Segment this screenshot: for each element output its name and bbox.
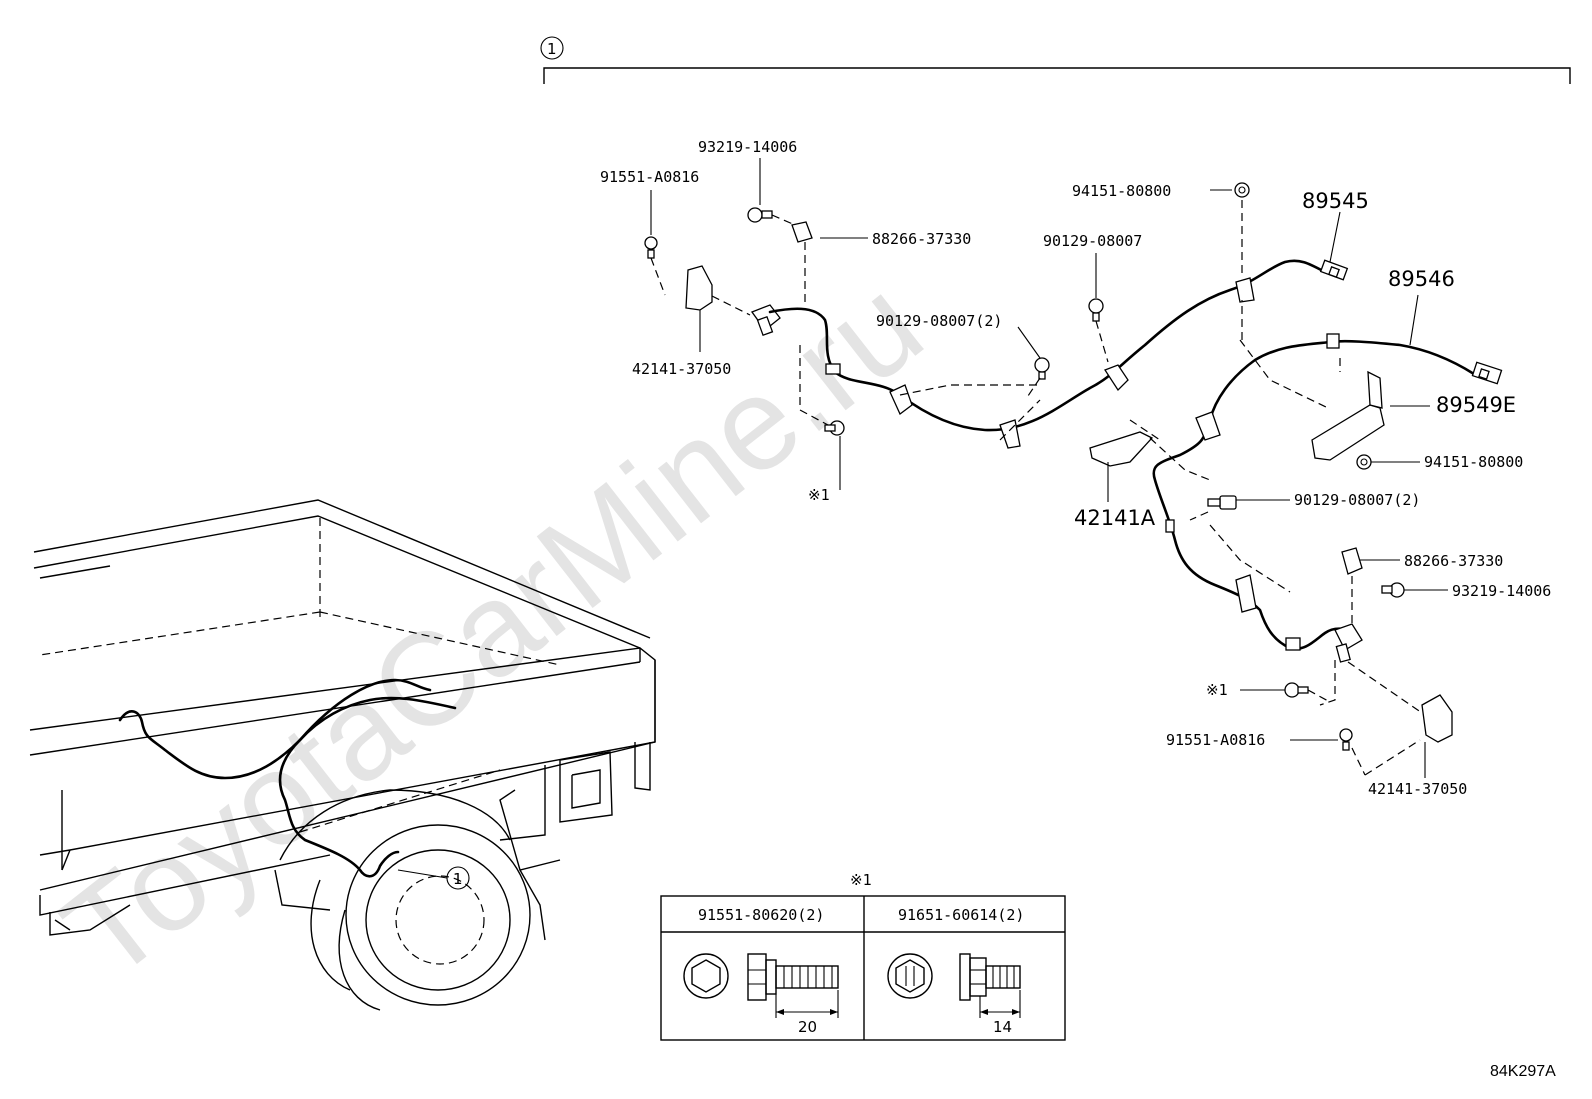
bolt-spec-table: ※1 91551-80620(2) 91651-60614(2) bbox=[660, 871, 1066, 1041]
bolt-93219-14006-left[interactable] bbox=[747, 207, 796, 226]
harness-clip bbox=[1165, 519, 1175, 533]
truck-ref-number: 1 bbox=[453, 870, 463, 888]
bolt-91551-a0816-left[interactable] bbox=[644, 236, 666, 296]
label-89549e[interactable]: 89549E bbox=[1436, 393, 1516, 417]
label-93219-14006-top[interactable]: 93219-14006 bbox=[698, 138, 797, 156]
nut-94151-80800-right[interactable] bbox=[1356, 454, 1372, 470]
bolt-93219-14006-right[interactable] bbox=[1381, 582, 1405, 598]
top-ref-number: 1 bbox=[547, 40, 557, 58]
bolt-91551-a0816-right[interactable] bbox=[1339, 728, 1366, 776]
label-89546[interactable]: 89546 bbox=[1388, 267, 1455, 291]
bolt-left-length: 20 bbox=[798, 1018, 817, 1036]
bracket-89549e[interactable] bbox=[1239, 339, 1385, 461]
drawing-code: 84K297A bbox=[1490, 1063, 1556, 1080]
bolt-90129-08007-pair-right[interactable] bbox=[1189, 495, 1237, 521]
clamp-88266-37330-left[interactable] bbox=[791, 221, 813, 305]
label-note1-right[interactable]: ※1 bbox=[1206, 681, 1228, 699]
label-91551-a0816-top[interactable]: 91551-A0816 bbox=[600, 168, 699, 186]
label-90129-08007-pair-left[interactable]: 90129-08007(2) bbox=[876, 312, 1002, 330]
label-91551-a0816-right[interactable]: 91551-A0816 bbox=[1166, 731, 1265, 749]
connector-89545[interactable] bbox=[1319, 259, 1349, 281]
right-sensor-assembly bbox=[1089, 333, 1503, 776]
bolt-left-part-number[interactable]: 91551-80620(2) bbox=[698, 906, 824, 924]
harness-clip bbox=[1195, 411, 1221, 441]
bolt-right-hex-head-icon bbox=[887, 953, 933, 999]
harness-clip bbox=[1104, 364, 1129, 392]
bolt-left-hex-head-icon bbox=[683, 953, 729, 999]
bolt-note1-left[interactable] bbox=[799, 345, 845, 436]
top-group-bracket: 1 bbox=[540, 36, 1571, 84]
harness-clip bbox=[1235, 574, 1257, 613]
bolt-90129-08007-top[interactable] bbox=[1088, 298, 1109, 363]
label-42141a[interactable]: 42141A bbox=[1074, 506, 1156, 530]
watermark: ToyotaCarMine.ru bbox=[37, 250, 948, 1007]
harness-clip bbox=[1235, 277, 1255, 303]
bolt-90129-08007-pair-left[interactable] bbox=[1027, 357, 1050, 397]
label-88266-37330-top[interactable]: 88266-37330 bbox=[872, 230, 971, 248]
bolt-left-side-icon bbox=[747, 953, 839, 1018]
left-sensor-assembly bbox=[644, 182, 1349, 449]
speed-sensor-right[interactable] bbox=[1319, 623, 1426, 716]
bolt-right-part-number[interactable]: 91651-60614(2) bbox=[898, 906, 1024, 924]
harness-clip bbox=[889, 384, 913, 416]
label-note1-left[interactable]: ※1 bbox=[808, 486, 830, 504]
label-90129-08007-pair-right[interactable]: 90129-08007(2) bbox=[1294, 491, 1420, 509]
leader-lines bbox=[650, 158, 1448, 778]
harness-clip bbox=[1285, 637, 1301, 651]
connector-89546[interactable] bbox=[1471, 361, 1503, 385]
bolt-note1-right[interactable] bbox=[1284, 682, 1331, 703]
bolt-right-side-icon bbox=[959, 953, 1021, 1018]
label-88266-37330-right[interactable]: 88266-37330 bbox=[1404, 552, 1503, 570]
bracket-42141-37050-left[interactable] bbox=[685, 265, 751, 316]
label-90129-08007-top[interactable]: 90129-08007 bbox=[1043, 232, 1142, 250]
label-42141-37050-left[interactable]: 42141-37050 bbox=[632, 360, 731, 378]
bracket-42141-37050-right[interactable] bbox=[1364, 694, 1453, 776]
truck-bed-illustration: 1 bbox=[29, 499, 656, 1011]
bolt-right-length: 14 bbox=[993, 1018, 1012, 1036]
label-93219-14006-right[interactable]: 93219-14006 bbox=[1452, 582, 1551, 600]
harness-clip bbox=[999, 419, 1021, 449]
bolt-table-header: ※1 bbox=[850, 871, 872, 889]
nut-94151-80800-top[interactable] bbox=[1234, 182, 1250, 340]
bracket-42141a[interactable] bbox=[1089, 419, 1161, 467]
label-42141-37050-right[interactable]: 42141-37050 bbox=[1368, 780, 1467, 798]
harness-clip bbox=[825, 363, 841, 375]
label-94151-80800-top[interactable]: 94151-80800 bbox=[1072, 182, 1171, 200]
label-94151-80800-right[interactable]: 94151-80800 bbox=[1424, 453, 1523, 471]
harness-clip bbox=[1326, 333, 1340, 349]
label-89545[interactable]: 89545 bbox=[1302, 189, 1369, 213]
